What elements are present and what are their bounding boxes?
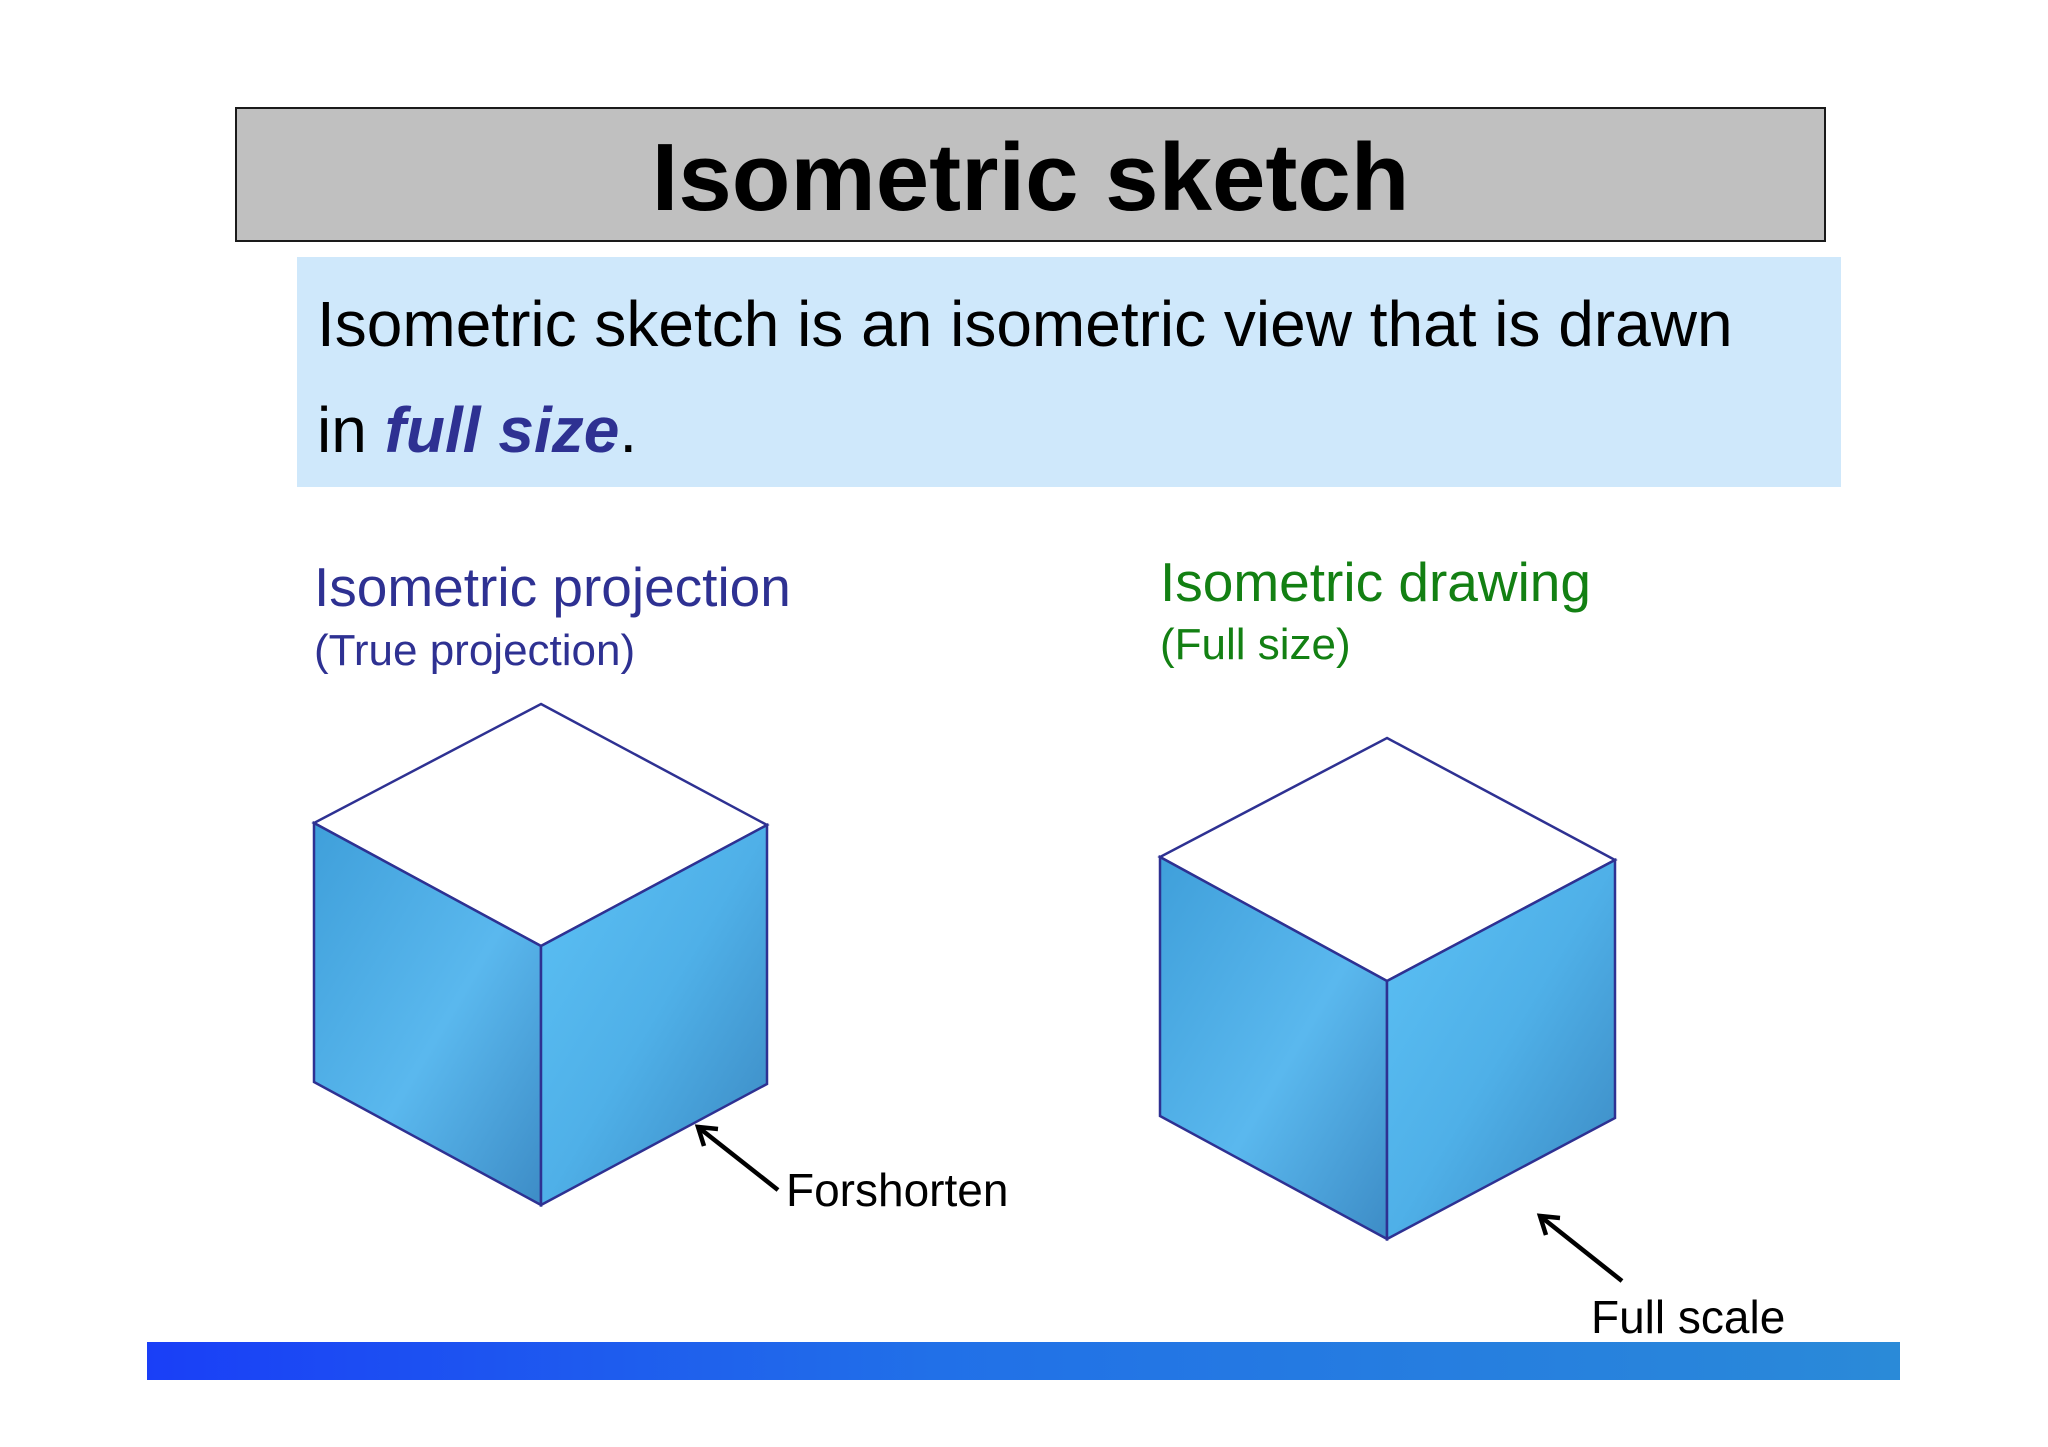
isometric-projection-cube [311, 702, 770, 1208]
slide-title: Isometric sketch [651, 123, 1410, 231]
right-heading: Isometric drawing [1160, 551, 1591, 613]
right-subheading: (Full size) [1160, 620, 1351, 669]
footer-gradient-bar [147, 1342, 1900, 1380]
definition-emphasis: full size [384, 394, 620, 466]
left-heading: Isometric projection [314, 556, 791, 618]
definition-line-2: in full size. [317, 377, 1841, 483]
definition-line-1: Isometric sketch is an isometric view th… [317, 288, 1733, 360]
forshorten-label: Forshorten [786, 1164, 1009, 1216]
left-cube-right-face [539, 822, 769, 1208]
forshorten-arrow [694, 1124, 780, 1192]
full-scale-label: Full scale [1591, 1291, 1786, 1343]
definition-suffix: . [619, 394, 638, 466]
definition-prefix: in [317, 394, 385, 466]
isometric-drawing-cube [1157, 736, 1618, 1242]
title-banner: Isometric sketch [235, 107, 1826, 242]
right-cube-right-face [1385, 857, 1617, 1242]
definition-box: Isometric sketch is an isometric view th… [297, 257, 1841, 487]
full-scale-arrow [1536, 1213, 1624, 1283]
left-subheading: (True projection) [314, 626, 636, 675]
